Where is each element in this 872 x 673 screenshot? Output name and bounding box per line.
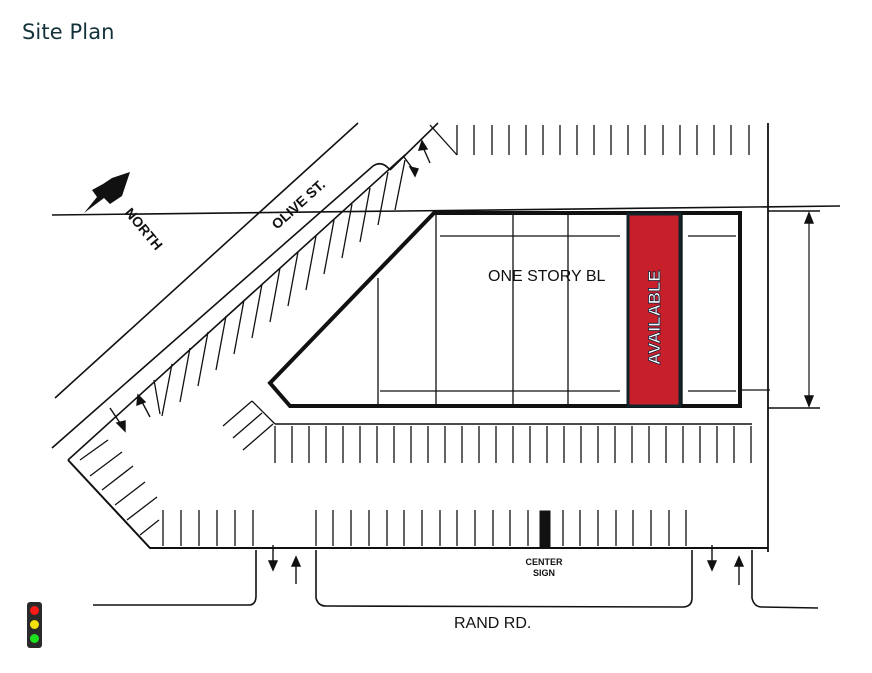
traffic-light-icon — [27, 602, 42, 648]
center-sign-label-1: CENTER — [525, 557, 563, 567]
north-label: NORTH — [122, 205, 166, 253]
olive-st-label: OLIVE ST. — [268, 176, 328, 232]
yellow-light — [30, 620, 39, 629]
available-unit — [626, 212, 682, 408]
building-label: ONE STORY BL — [488, 268, 605, 285]
rand-rd-label: RAND RD. — [454, 615, 531, 632]
available-label: AVAILABLE — [645, 270, 664, 365]
red-light — [30, 606, 39, 615]
center-sign-label-2: SIGN — [533, 568, 555, 578]
page-title: Site Plan — [22, 20, 115, 44]
green-light — [30, 634, 39, 643]
north-arrow-icon — [84, 172, 130, 213]
